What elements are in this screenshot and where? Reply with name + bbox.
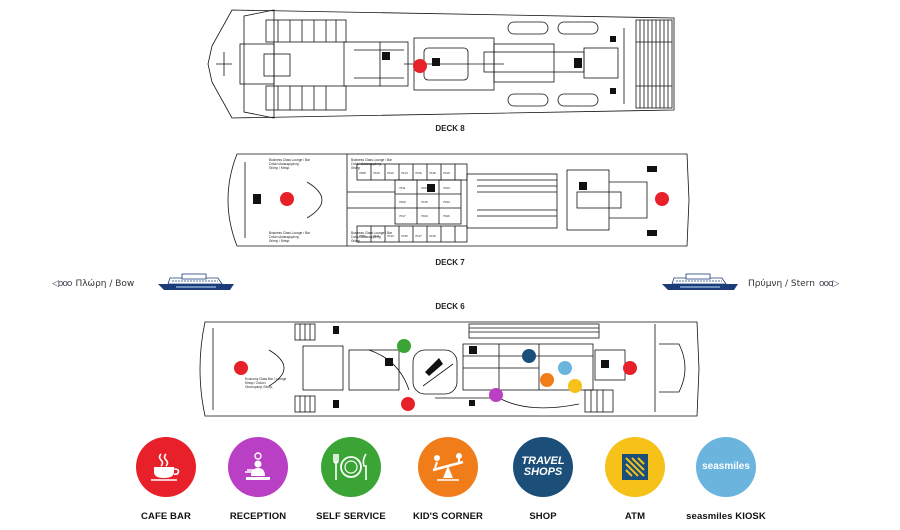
deck7-note-tm-2: Σαλόνι Διακεκριμένης [351,162,382,166]
legend-cafe-bar: CAFE BAR [111,437,221,522]
legend-seasmiles-kiosk: seasmiles seasmiles KIOSK [671,437,781,522]
cabin-label: 7017 [415,234,422,238]
cabin-label: 7016 [415,171,422,175]
cabin-label: 7013 [387,234,394,238]
cabin-label: 7011 [373,234,380,238]
legend-shop-label: SHOP [529,511,557,522]
seesaw-icon [418,437,478,497]
stern-label: Πρύμνη / Stern [748,279,815,289]
cafe-bar-marker [234,361,248,375]
cafe-bar-marker [413,59,427,73]
cabin-label: 7019 [443,171,450,175]
self-service-marker [397,339,411,353]
deck-7-plan: Business Class Lounge / Bar Σαλόνι Διακε… [217,152,691,267]
kids-corner-marker [540,373,554,387]
cabin-label: 7010 [373,171,380,175]
seasmiles-logo-text: seasmiles [702,461,750,472]
travel-shops-icon: TRAVEL SHOPS [513,437,573,497]
cabin-label: 7017 [399,214,406,218]
cabin-label: 7012 [387,171,394,175]
shop-logo-line-1: TRAVEL [521,455,565,467]
legend-kids-corner: KID'S CORNER [393,437,503,522]
cafe-bar-marker [655,192,669,206]
cabin-label: 7015 [401,234,408,238]
deck7-note-bm-1: Business Class Lounge / Bar [351,231,393,235]
cabin-label: 7014 [401,171,408,175]
cabin-label: 7033 [443,200,450,204]
shop-logo-line-2: SHOPS [523,466,563,478]
ship-icon-left [156,272,236,292]
cafe-bar-marker [623,361,637,375]
cafe-bar-marker [401,397,415,411]
cutlery-plate-icon [321,437,381,497]
stern-arrow-icon: ooo▷ [818,279,839,289]
deck7-note-bl-1: Business Class Lounge / Bar [269,231,311,235]
cabin-label: 7008 [359,171,366,175]
cabin-label: 7011 [399,186,406,190]
deck-6-label: DECK 6 [435,302,465,311]
cabin-label: 7009 [359,234,366,238]
cabin-label: 7029 [399,200,406,204]
deck7-note-tl-2: Σαλόνι Διακεκριμένης [269,162,300,166]
legend-kids-corner-label: KID'S CORNER [413,511,483,522]
deck6-lounge-note-2: Μπαρ / Σαλόνι [245,381,266,385]
deck7-note-tm-3: Θέσης [351,166,361,170]
shop-marker [522,349,536,363]
cabin-label: 7027 [421,186,428,190]
bow-label: Πλώρη / Bow [75,279,135,289]
legend-reception-label: RECEPTION [229,511,287,522]
coffee-cup-icon [136,437,196,497]
deck6-lounge-note-3: Οικονομικής Θέσης [245,385,273,389]
bow-direction: ◁ooo Πλώρη / Bow [52,279,134,289]
deck7-note-tm-1: Business Class Lounge / Bar [351,158,393,162]
deck-6-plan: Economy Class Bar / Lounge Μπαρ / Σαλόνι… [199,320,701,418]
cabin-label: 7023 [443,186,450,190]
cabin-label: 7018 [429,171,436,175]
legend-self-service-label: SELF SERVICE [316,511,386,522]
legend-atm-label: ATM [624,511,646,522]
seasmiles-kiosk-marker [558,361,572,375]
legend-seasmiles-kiosk-label: seasmiles KIOSK [686,511,766,522]
legend-atm: ATM [580,437,690,522]
cabin-label: 7015 [421,200,428,204]
cabin-label: 7026 [443,214,450,218]
legend-self-service: SELF SERVICE [296,437,406,522]
deck7-note-tl-3: Θέσης / Μπαρ [269,166,289,170]
cabin-label: 7019 [429,234,436,238]
stern-direction: Πρύμνη / Stern ooo▷ [748,279,839,289]
facilities-legend: CAFE BAR RECEPTION SELF SERVICE [0,437,900,527]
ship-icon-right [660,272,740,292]
reception-marker [489,388,503,402]
legend-shop: TRAVEL SHOPS SHOP [488,437,598,522]
deck7-note-bl-2: Σαλόνι Διακεκριμένης [269,235,300,239]
atm-icon [605,437,665,497]
seasmiles-icon: seasmiles [696,437,756,497]
deck-8-label: DECK 8 [435,124,465,133]
reception-bell-icon [228,437,288,497]
legend-reception: RECEPTION [203,437,313,522]
deck-8-plan: DECK 8 [204,8,682,133]
deck-7-label: DECK 7 [435,258,465,267]
deck7-note-tl-1: Business Class Lounge / Bar [269,158,311,162]
atm-marker [568,379,582,393]
cabin-label: 7024 [421,214,428,218]
cafe-bar-marker [280,192,294,206]
deck7-note-bl-3: Θέσης / Μπαρ [269,239,289,243]
deck7-note-bm-3: Θέσης [351,239,361,243]
legend-cafe-bar-label: CAFE BAR [141,511,191,522]
deck7-note-bm-2: Σαλόνι Διακεκριμένης [351,235,382,239]
deck6-lounge-note-1: Economy Class Bar / Lounge [245,377,287,381]
bow-arrow-icon: ◁ooo [52,279,72,289]
